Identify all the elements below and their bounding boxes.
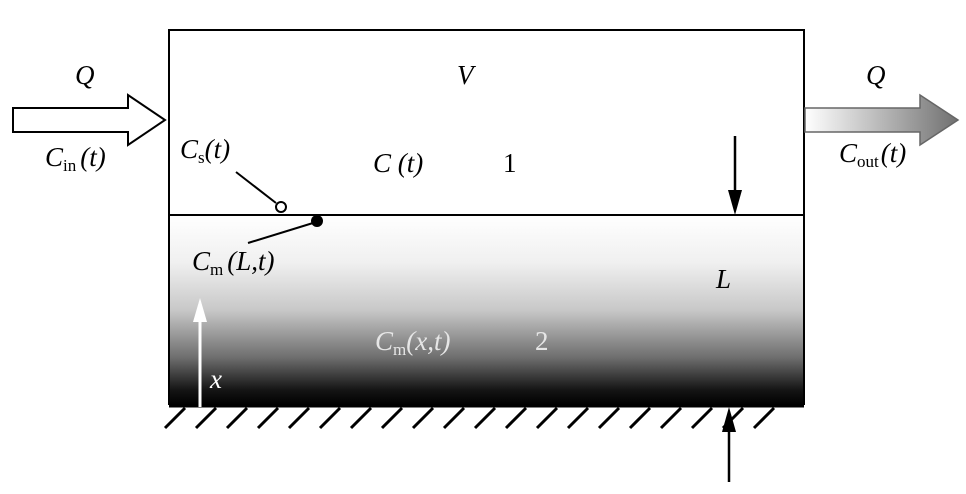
inlet-flow-label: Q: [75, 60, 95, 90]
hatch-mark: [535, 406, 559, 430]
hatch-mark: [752, 406, 776, 430]
hatch-mark: [473, 406, 497, 430]
hatch-mark: [659, 406, 683, 430]
hatch-mark: [318, 406, 342, 430]
hatch-mark: [566, 406, 590, 430]
surface-leader-line: [235, 171, 277, 204]
hatch-mark: [380, 406, 404, 430]
thickness-arrowhead-top: [728, 190, 742, 215]
interface-concentration-label: Cm(L,t): [192, 246, 275, 279]
chamber-concentration-label: C (t): [373, 148, 423, 178]
interface-concentration-marker: [311, 215, 323, 227]
hatch-mark: [225, 406, 249, 430]
hatch-mark: [349, 406, 373, 430]
hatch-mark: [194, 406, 218, 430]
material-slab: [169, 215, 804, 405]
surface-concentration-label: Cs(t): [180, 134, 230, 167]
hatch-mark: [628, 406, 652, 430]
surface-concentration-marker: [275, 201, 287, 213]
inlet-arrow: [12, 93, 167, 147]
outlet-flow-label: Q: [866, 60, 886, 90]
hatch-mark: [690, 406, 714, 430]
volume-label: V: [457, 60, 477, 90]
outlet-arrow: [804, 93, 960, 147]
thickness-arrowhead-bottom: [722, 407, 736, 432]
material-zone-number: 2: [535, 326, 549, 356]
interface-leader-line: [247, 222, 314, 244]
hatch-mark: [287, 406, 311, 430]
hatch-mark: [411, 406, 435, 430]
thickness-label: L: [715, 264, 731, 294]
outlet-concentration-label: Cout(t): [839, 138, 906, 171]
chamber-zone-number: 1: [503, 148, 517, 178]
hatch-mark: [256, 406, 280, 430]
x-axis-arrowhead: [193, 298, 207, 322]
hatch-mark: [504, 406, 528, 430]
hatch-mark: [597, 406, 621, 430]
hatch-mark: [442, 406, 466, 430]
material-concentration-label: Cm(x,t): [375, 326, 450, 359]
x-axis-label: x: [209, 364, 222, 394]
inlet-concentration-label: Cin(t): [45, 142, 106, 175]
hatch-mark: [163, 406, 187, 430]
chamber-box: [168, 29, 805, 216]
ground-hatching: [163, 406, 776, 430]
